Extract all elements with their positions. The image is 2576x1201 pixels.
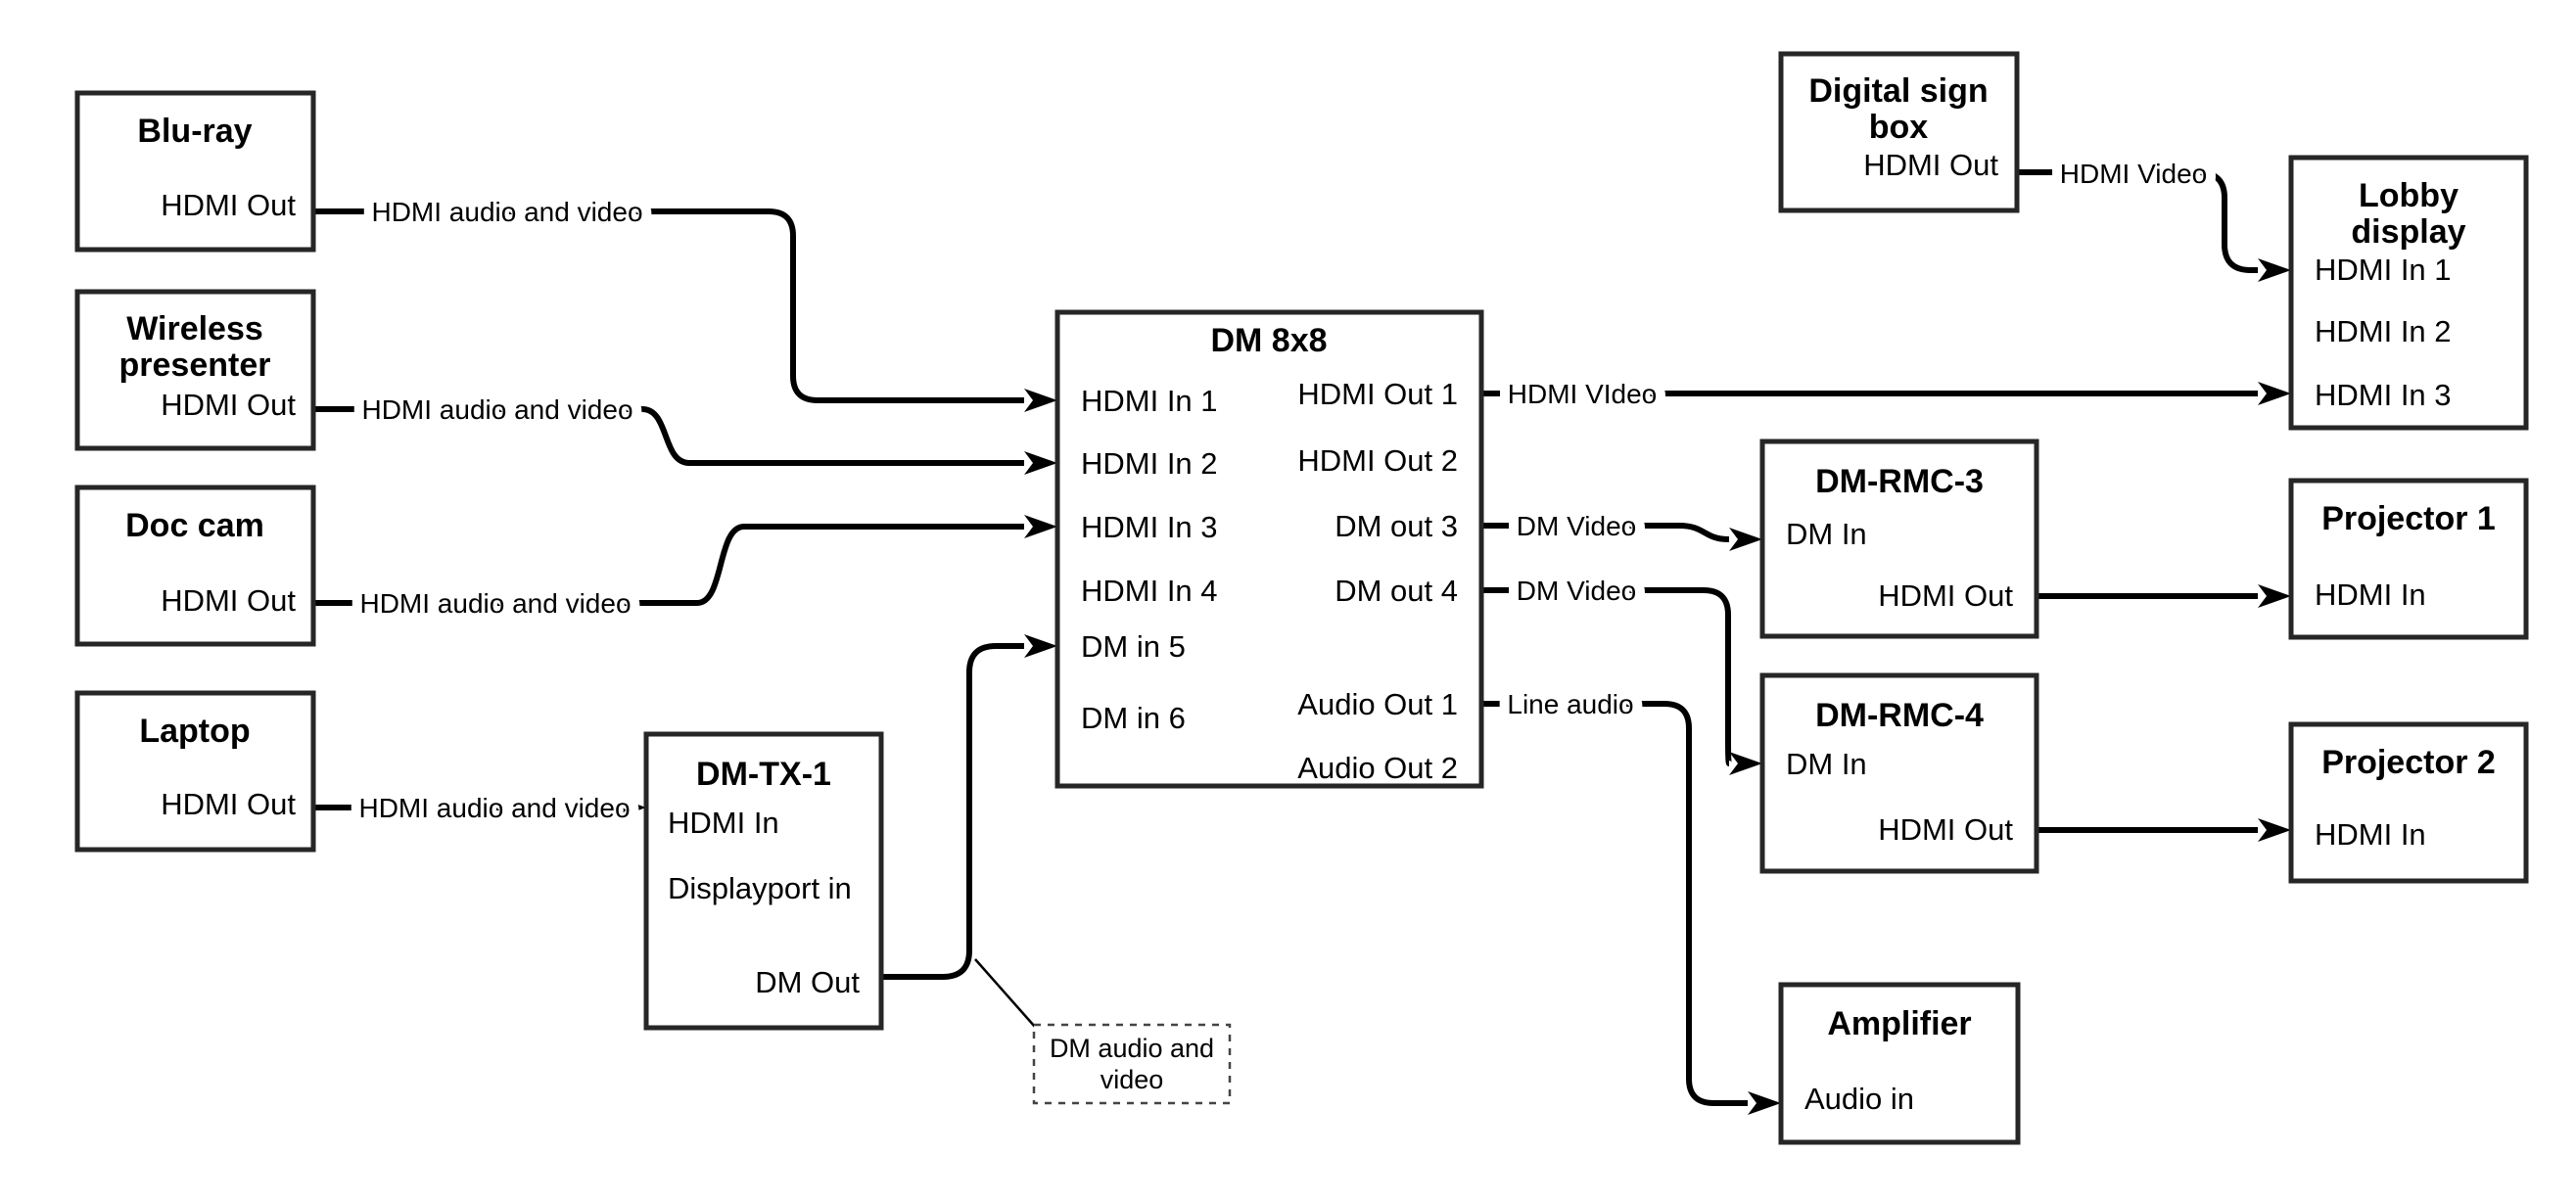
wire-dm8x8.dm-out-4-to-rmc4.dm-in (1481, 587, 1762, 775)
port-dmtx1-hdmi-in: HDMI In (668, 806, 779, 840)
port-lobby-hdmi-in-3: HDMI In 3 (2315, 378, 2452, 412)
node-laptop-title: Laptop (139, 713, 250, 750)
wire-digisign.hdmi-out-to-lobby.hdmi-in-1 (2017, 169, 2291, 282)
port-rmc4-dm-in: DM In (1786, 747, 1867, 781)
port-dm8x8-hdmi-out-1: HDMI Out 1 (1297, 377, 1458, 411)
wire-wireless.hdmi-out-to-dm8x8.hdmi-in-2 (313, 406, 1057, 475)
port-dm8x8-dm-out-4: DM out 4 (1335, 574, 1458, 608)
note-note1-box (1032, 1023, 1232, 1105)
port-dm8x8-hdmi-in-2: HDMI In 2 (1081, 446, 1218, 481)
port-dm8x8-hdmi-in-1: HDMI In 1 (1081, 384, 1218, 418)
node-proj2-title: Projector 2 (2321, 744, 2496, 781)
node-dmtx1-box (643, 731, 884, 1031)
node-lobby-title: Lobby (2359, 177, 2459, 214)
port-proj1-hdmi-in: HDMI In (2315, 577, 2426, 612)
wire-doccam.hdmi-out-to-dm8x8.hdmi-in-3 (313, 515, 1057, 606)
node-digisign-box (1778, 51, 2020, 213)
wire-dm8x8.audio-out-1-to-amp.audio-in (1481, 701, 1781, 1115)
port-dm8x8-hdmi-in-4: HDMI In 4 (1081, 574, 1218, 608)
port-amp-audio-in: Audio in (1804, 1082, 1914, 1116)
port-bluray-hdmi-out: HDMI Out (161, 188, 296, 222)
port-dm8x8-dm-out-3: DM out 3 (1335, 509, 1458, 543)
port-dmtx1-dp-in: Displayport in (668, 871, 852, 905)
port-rmc3-dm-in: DM In (1786, 517, 1867, 551)
port-digisign-hdmi-out: HDMI Out (1863, 148, 1998, 182)
node-proj1: Projector 1 HDMI In (2288, 478, 2529, 640)
node-dm8x8-title: DM 8x8 (1210, 322, 1327, 359)
port-rmc4-hdmi-out: HDMI Out (1878, 812, 2013, 847)
node-wireless-title: presenter (119, 346, 271, 384)
note-leader-line (974, 958, 1036, 1028)
node-lobby-box (2288, 155, 2529, 431)
wire-label-e7: HDMI VIdeo (1508, 379, 1658, 409)
port-dm8x8-hdmi-in-3: HDMI In 3 (1081, 510, 1218, 544)
wire-label-e11: Line audio (1507, 689, 1633, 719)
node-wireless-title: Wireless (126, 310, 263, 347)
node-doccam-box (74, 485, 316, 647)
node-dm8x8-box (1054, 309, 1484, 789)
node-rmc3-box (1759, 439, 2039, 639)
port-lobby-hdmi-in-2: HDMI In 2 (2315, 314, 2452, 348)
port-proj2-hdmi-in: HDMI In (2315, 817, 2426, 852)
note-note1-text: video (1101, 1065, 1164, 1094)
wire-label-e8: HDMI Video (2060, 159, 2207, 189)
wire-label-e1: HDMI audio and video (371, 197, 642, 227)
node-amp-box (1778, 982, 2021, 1145)
wire-label-e9: DM Video (1517, 511, 1636, 541)
port-dm8x8-audio-out-1: Audio Out 1 (1297, 687, 1458, 721)
node-rmc3: DM-RMC-3 DM In HDMI Out (1759, 439, 2039, 639)
port-dm8x8-dm-in-5: DM in 5 (1081, 629, 1186, 664)
node-rmc3-title: DM-RMC-3 (1815, 463, 1984, 500)
node-wireless-box (74, 289, 316, 451)
node-lobby-title: display (2351, 213, 2465, 251)
node-proj2-box (2288, 721, 2529, 884)
node-dmtx1-title: DM-TX-1 (696, 756, 831, 793)
port-dm8x8-dm-in-6: DM in 6 (1081, 701, 1186, 735)
node-doccam-title: Doc cam (125, 507, 264, 544)
node-digisign-title: Digital sign (1808, 72, 1988, 110)
wire-label-e3: HDMI audio and video (359, 588, 631, 619)
node-digisign-title: box (1869, 109, 1929, 146)
note-note1-text: DM audio and (1050, 1034, 1214, 1063)
wire-label-e10: DM Video (1517, 576, 1636, 606)
node-rmc4-box (1759, 672, 2039, 874)
wire-dm8x8.dm-out-3-to-rmc3.dm-in (1481, 523, 1762, 551)
port-wireless-hdmi-out: HDMI Out (161, 388, 296, 422)
node-rmc4: DM-RMC-4 DM In HDMI Out (1759, 672, 2039, 874)
wire-label-e4: HDMI audio and video (358, 793, 630, 823)
node-bluray-title: Blu-ray (137, 113, 252, 150)
node-proj2: Projector 2 HDMI In (2288, 721, 2529, 884)
wire-label-e2: HDMI audio and video (361, 394, 632, 425)
port-dm8x8-hdmi-out-2: HDMI Out 2 (1297, 443, 1458, 478)
port-rmc3-hdmi-out: HDMI Out (1878, 578, 2013, 613)
node-proj1-title: Projector 1 (2321, 500, 2496, 537)
node-rmc4-title: DM-RMC-4 (1815, 697, 1984, 734)
node-proj1-box (2288, 478, 2529, 640)
port-laptop-hdmi-out: HDMI Out (161, 787, 296, 821)
wire-dmtx1.dm-out-to-dm8x8.dm-in-5 (881, 634, 1057, 980)
port-dm8x8-audio-out-2: Audio Out 2 (1297, 751, 1458, 785)
node-bluray-box (74, 90, 316, 253)
port-dmtx1-dm-out: DM Out (755, 965, 860, 999)
port-doccam-hdmi-out: HDMI Out (161, 583, 296, 618)
wire-bluray.hdmi-out-to-dm8x8.hdmi-in-1 (313, 208, 1057, 412)
port-lobby-hdmi-in-1: HDMI In 1 (2315, 253, 2452, 287)
node-laptop-box (74, 690, 316, 853)
node-amp-title: Amplifier (1827, 1005, 1971, 1042)
